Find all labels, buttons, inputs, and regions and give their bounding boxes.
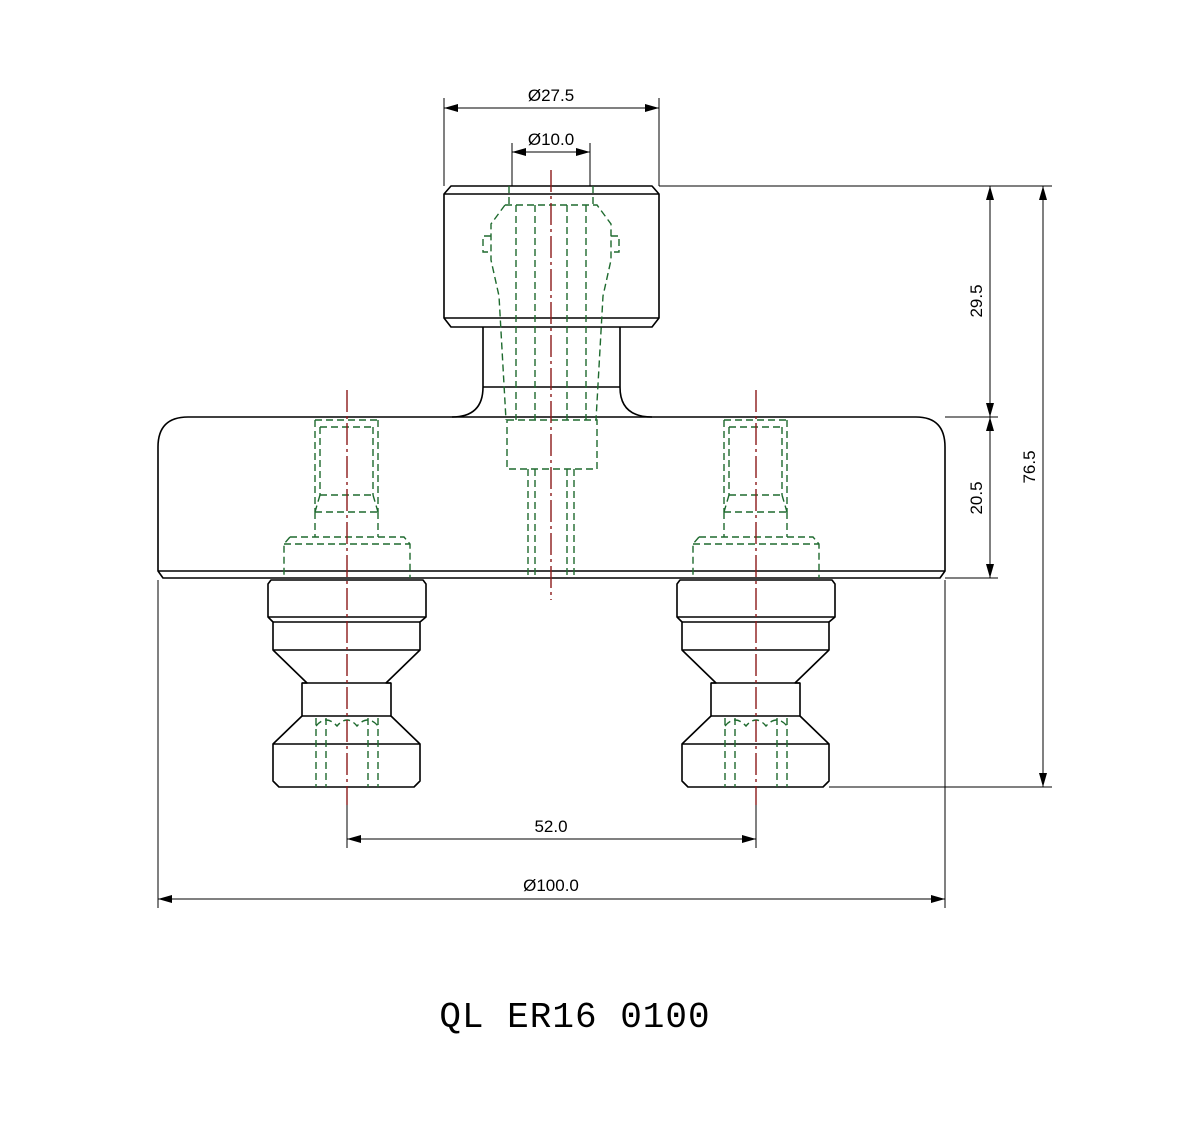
collet-hidden-lines bbox=[482, 186, 620, 578]
dim-label-collet-inner: Ø10.0 bbox=[528, 130, 574, 149]
dim-base-diameter: Ø100.0 bbox=[157, 580, 946, 908]
dim-base-height: 20.5 bbox=[967, 417, 994, 578]
dim-label-base-diameter: Ø100.0 bbox=[523, 876, 579, 895]
dim-total-height: 76.5 bbox=[1020, 186, 1047, 787]
dim-label-collet-outer: Ø27.5 bbox=[528, 86, 574, 105]
dim-collet-height: 29.5 bbox=[967, 186, 994, 417]
dim-label-collet-height: 29.5 bbox=[967, 284, 986, 317]
center-lines bbox=[346, 170, 757, 805]
dim-collet-inner-diameter: Ø10.0 bbox=[511, 130, 591, 186]
dim-label-stud-spacing: 52.0 bbox=[534, 817, 567, 836]
dim-label-total-height: 76.5 bbox=[1020, 450, 1039, 483]
collet-nut-outline bbox=[443, 185, 660, 328]
dim-collet-outer-diameter: Ø27.5 bbox=[443, 86, 660, 186]
collet-neck-outline bbox=[451, 327, 653, 418]
part-number-title: QL ER16 0100 bbox=[439, 997, 710, 1038]
dim-stud-spacing: 52.0 bbox=[346, 805, 757, 848]
dim-label-base-height: 20.5 bbox=[967, 481, 986, 514]
base-disk-outline bbox=[157, 416, 946, 579]
dimensions: Ø27.5 Ø10.0 29.5 20.5 bbox=[157, 86, 1052, 908]
